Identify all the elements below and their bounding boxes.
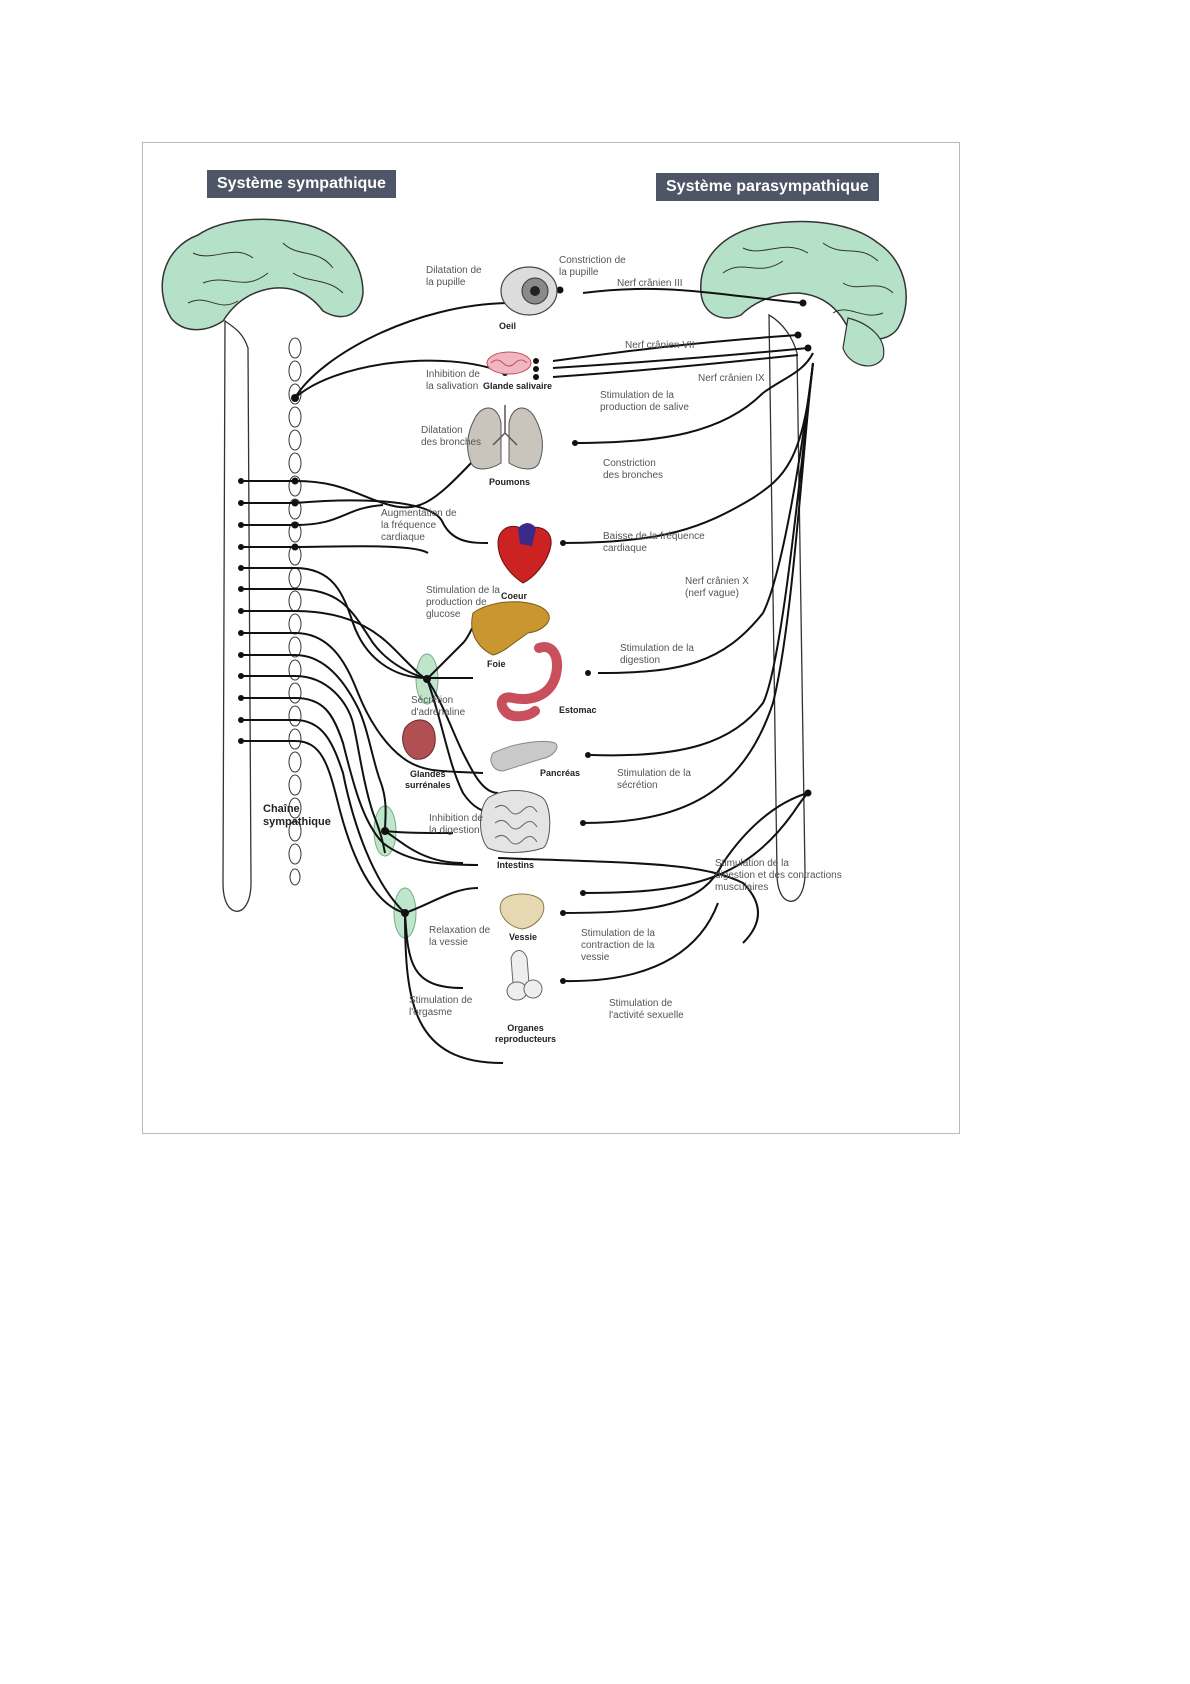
effect-saliva-stimulation: Stimulation de la production de salive	[600, 390, 689, 413]
effect-orgasm-stimulation: Stimulation de l'orgasme	[409, 995, 473, 1018]
effect-sexual-activity: Stimulation de l'activité sexuelle	[609, 998, 684, 1021]
organ-label-lungs: Poumons	[489, 477, 531, 487]
effect-heart-increase: Augmentation de la fréquence cardiaque	[381, 508, 457, 543]
lungs-icon	[467, 405, 543, 470]
parasympathetic-synapses	[533, 286, 812, 984]
stomach-icon	[496, 642, 562, 722]
sympathetic-chain-label: Chaîne sympathique	[263, 803, 331, 828]
effect-digestion-stimulation: Stimulation de la digestion	[620, 643, 694, 666]
left-brain-icon	[161, 218, 364, 331]
parasympathetic-title: Système parasympathique	[656, 173, 879, 201]
organ-label-heart: Coeur	[501, 591, 528, 601]
effect-heart-decrease: Baisse de la fréquence cardiaque	[603, 531, 705, 554]
intestines-icon	[480, 790, 551, 853]
effect-adrenaline-secretion: Sécrétion d'adrénaline	[411, 695, 466, 718]
effect-intestines-stimulation: Stimulation de la digestion et des contr…	[715, 858, 842, 893]
effect-pancreas-secretion: Stimulation de la sécrétion	[617, 768, 691, 791]
reproductive-organs-icon	[506, 950, 543, 1001]
effect-pupil-dilation: Dilatation de la pupille	[426, 265, 482, 288]
effect-bladder-relaxation: Relaxation de la vessie	[429, 925, 491, 948]
left-spinal-cord	[222, 319, 252, 912]
organ-label-eye: Oeil	[499, 321, 517, 331]
sympathetic-title: Système sympathique	[207, 170, 396, 198]
autonomic-nervous-system-figure: Système sympathique Système parasympathi…	[142, 142, 960, 1134]
label-cranial-nerve-7: Nerf crânien VII	[625, 340, 695, 351]
eye-icon	[500, 266, 558, 316]
nerve-diagram	[161, 218, 907, 1064]
organ-label-intestines: Intestins	[497, 860, 535, 870]
liver-icon	[471, 601, 550, 656]
effect-bronchi-dilation: Dilatation des bronches	[421, 425, 482, 448]
sympathetic-nerves	[241, 302, 514, 1064]
organ-label-liver: Foie	[487, 659, 506, 669]
heart-icon	[497, 523, 552, 584]
right-brain-icon	[700, 220, 907, 367]
salivary-gland-icon	[486, 351, 532, 375]
organ-label-stomach: Estomac	[559, 705, 597, 715]
effect-digestion-inhibition: Inhibition de la digestion	[429, 813, 483, 836]
effect-saliva-inhibition: Inhibition de la salivation	[426, 369, 480, 392]
effect-pupil-constriction: Constriction de la pupille	[559, 255, 626, 278]
sympathetic-synapses	[238, 300, 516, 917]
organ-label-salivary: Glande salivaire	[483, 381, 553, 391]
bladder-icon	[499, 893, 545, 930]
effect-glucose-production: Stimulation de la production de glucose	[426, 585, 500, 620]
effect-bladder-contraction: Stimulation de la contraction de la vess…	[581, 928, 655, 963]
label-cranial-nerve-10: Nerf crânien X (nerf vague)	[685, 576, 749, 599]
adrenal-glands-icon	[402, 719, 436, 760]
effect-bronchi-constriction: Constriction des bronches	[603, 458, 664, 481]
organ-label-pancreas: Pancréas	[540, 768, 581, 778]
label-cranial-nerve-9: Nerf crânien IX	[698, 373, 765, 384]
pancreas-icon	[490, 740, 558, 772]
right-spinal-cord	[768, 313, 806, 902]
parasympathetic-nerves	[497, 287, 814, 983]
organ-label-bladder: Vessie	[509, 932, 538, 942]
organ-label-reproductive: Organes reproducteurs	[495, 1023, 557, 1044]
organ-label-adrenals: Glandes surrénales	[405, 769, 451, 790]
label-cranial-nerve-3: Nerf crânien III	[617, 278, 683, 289]
